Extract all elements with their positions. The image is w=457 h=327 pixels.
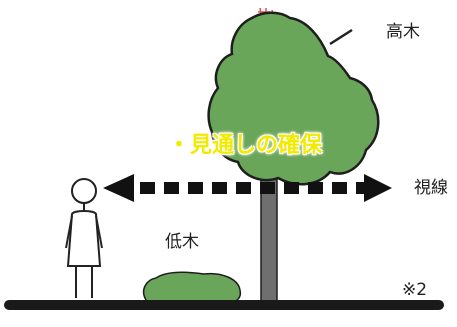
tall-tree-label: 高木 <box>386 22 420 42</box>
tree-trunk <box>260 177 278 305</box>
tall-tree-leader-line <box>329 28 353 46</box>
arrow-dashes <box>140 182 366 194</box>
low-tree-shrub <box>142 271 242 304</box>
footnote-label: ※2 <box>402 280 428 300</box>
arrow-left-head-icon <box>103 174 134 202</box>
sightline-arrow <box>103 174 392 202</box>
person-figure-icon <box>65 178 103 298</box>
tall-tree-foliage <box>207 11 380 186</box>
arrow-right-head-icon <box>364 174 392 202</box>
headline-visibility: ・見通しの確保 <box>168 133 323 158</box>
sightline-label: 視線 <box>414 178 448 198</box>
ground-line <box>4 300 444 310</box>
low-tree-label: 低木 <box>165 232 199 252</box>
